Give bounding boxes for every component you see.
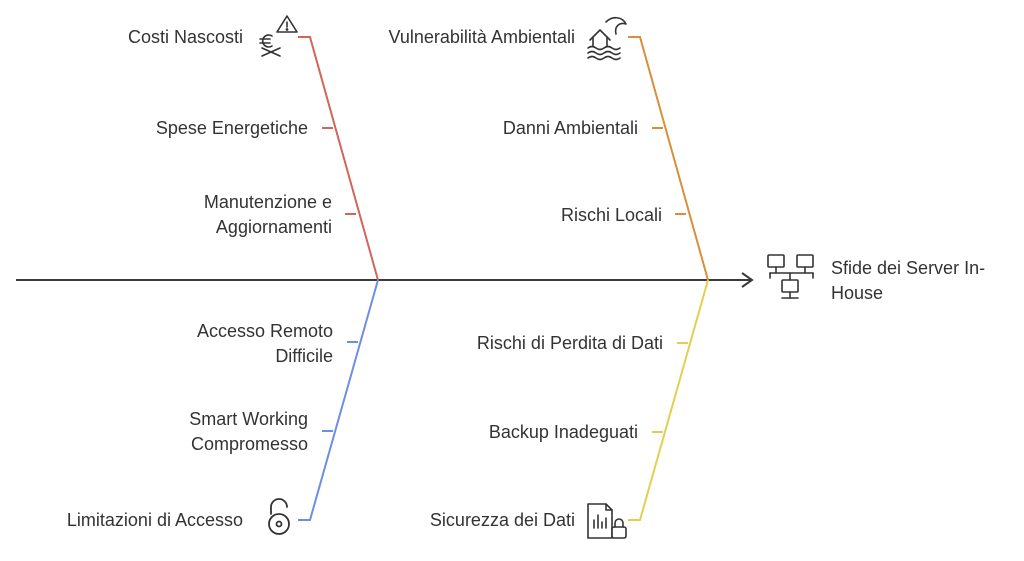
hidden-cost-warning-icon — [259, 15, 298, 57]
cause-rischi-locali: Rischi Locali — [560, 205, 662, 225]
cause-smart-working-compromesso: Smart Working Compromesso — [189, 409, 308, 454]
secure-data-file-icon — [587, 503, 627, 539]
spine-arrowhead — [741, 272, 754, 288]
padlock-icon — [268, 498, 290, 535]
cause-danni-ambientali: Danni Ambientali — [502, 118, 638, 138]
server-network-icon — [767, 254, 814, 299]
cause-rischi-perdita-dati: Rischi di Perdita di Dati — [476, 333, 663, 353]
cause-accesso-remoto-difficile: Accesso Remoto Difficile — [196, 321, 333, 366]
bone-sicurezza-dati — [628, 279, 709, 521]
flood-house-icon — [587, 16, 627, 61]
bone-limitazioni-accesso — [298, 279, 379, 521]
cause-backup-inadeguati: Backup Inadeguati — [488, 422, 638, 442]
bone-costi-nascosti — [298, 36, 379, 281]
effect-label: Sfide dei Server In-House — [831, 258, 986, 303]
category-title-costi-nascosti: Costi Nascosti — [127, 27, 243, 47]
cause-manutenzione-aggiornamenti: Manutenzione e Aggiornamenti — [203, 192, 332, 237]
category-title-vulnerabilita-ambientali: Vulnerabilità Ambientali — [388, 27, 575, 47]
category-title-sicurezza-dati: Sicurezza dei Dati — [429, 510, 575, 530]
bone-vulnerabilita-ambientali — [628, 36, 709, 281]
category-title-limitazioni-accesso: Limitazioni di Accesso — [66, 510, 243, 530]
cause-spese-energetiche: Spese Energetiche — [155, 118, 308, 138]
